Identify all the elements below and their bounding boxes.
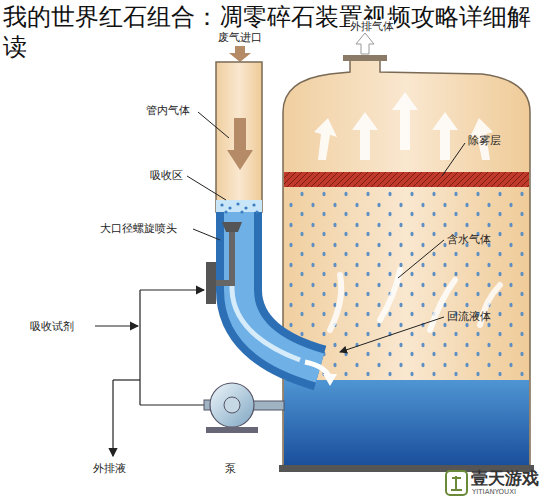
part-label: 回流液体 <box>447 310 491 323</box>
part-label: 吸收区 <box>150 169 183 182</box>
part-label: 含水气体 <box>447 233 491 246</box>
part-label: 外排液 <box>93 462 126 475</box>
part-label: 泵 <box>225 462 236 475</box>
part-label: 废气进口 <box>218 31 262 44</box>
part-label: 除雾层 <box>468 134 501 147</box>
page-title: 我的世界红石组合：凋零碎石装置视频攻略详细解读 <box>3 2 539 62</box>
watermark: 壹天游戏 <box>471 469 539 488</box>
part-label: 大口径螺旋喷头 <box>100 222 177 235</box>
part-label: 管内气体 <box>146 104 190 117</box>
part-label: 吸收试剂 <box>30 320 74 333</box>
watermark: YITIANYOUXI <box>472 488 516 497</box>
part-label: 外排气体 <box>350 20 394 33</box>
